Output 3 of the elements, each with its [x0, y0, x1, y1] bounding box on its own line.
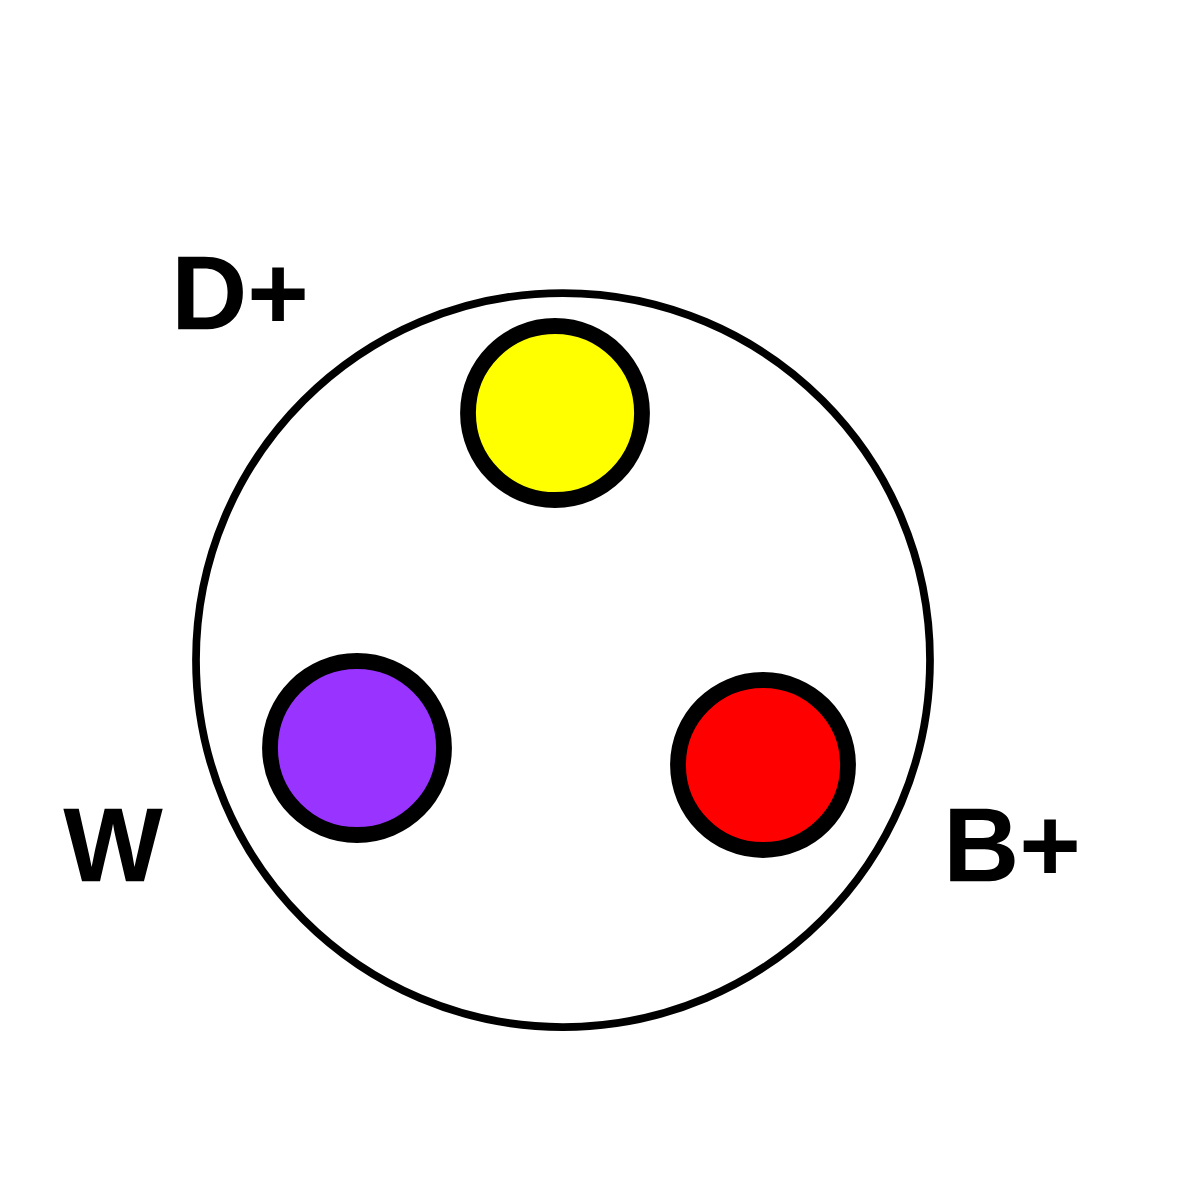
pin-label: W	[63, 808, 163, 882]
pin-label: B+	[950, 808, 1077, 882]
pin-label: D+	[178, 256, 305, 330]
